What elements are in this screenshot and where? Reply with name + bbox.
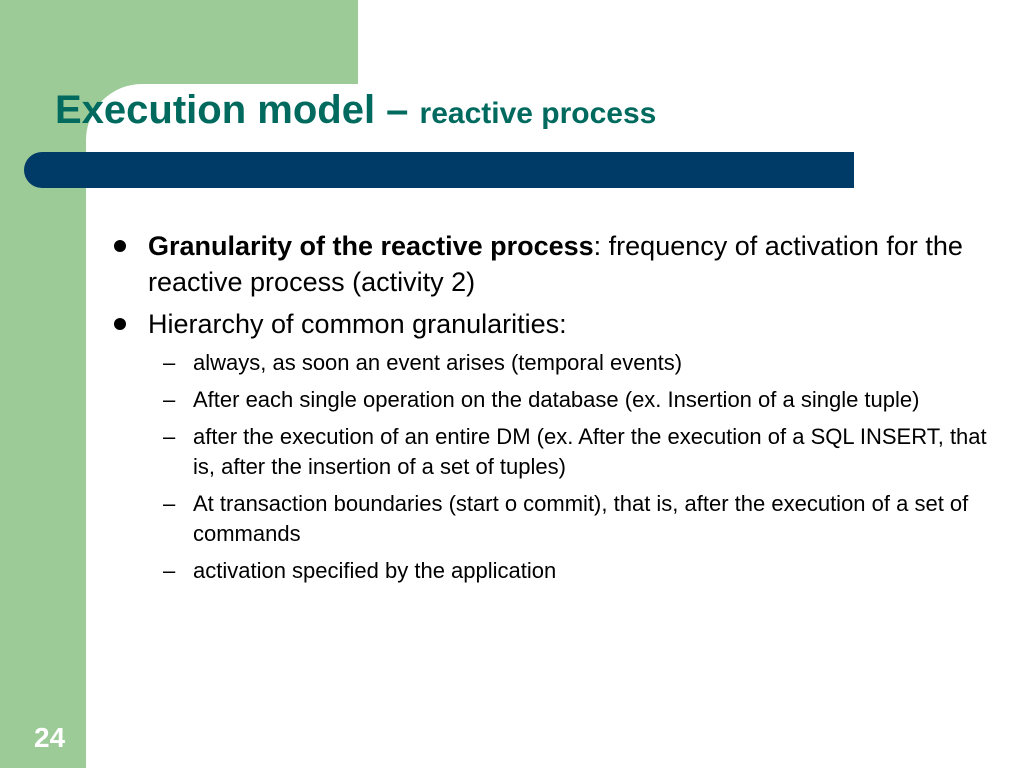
dash-icon: – bbox=[163, 350, 176, 375]
dash-icon: – bbox=[163, 491, 176, 516]
bullet-dot-icon bbox=[114, 240, 126, 252]
slide-title: Execution model – reactive process bbox=[55, 88, 656, 133]
sub-bullet-item: – after the execution of an entire DM (e… bbox=[108, 422, 988, 482]
bullet-bold-term: Granularity of the reactive process bbox=[148, 231, 594, 261]
sub-bullet-item: – After each single operation on the dat… bbox=[108, 385, 988, 415]
dash-icon: – bbox=[163, 387, 176, 412]
dash-icon: – bbox=[163, 424, 176, 449]
page-number: 24 bbox=[34, 722, 66, 753]
sub-bullet-text: always, as soon an event arises (tempora… bbox=[193, 350, 683, 375]
bullet-text: : frequency of activation for the reacti… bbox=[148, 231, 963, 297]
bullet-dot-icon bbox=[114, 318, 126, 330]
slide-title-main: Execution model – bbox=[55, 88, 420, 132]
slide-body: Granularity of the reactive process: fre… bbox=[108, 228, 988, 593]
sub-bullet-item: – At transaction boundaries (start o com… bbox=[108, 489, 988, 549]
slide-title-sub: reactive process bbox=[419, 97, 657, 130]
sub-bullet-text: after the execution of an entire DM (ex.… bbox=[193, 424, 987, 479]
sub-bullet-text: After each single operation on the datab… bbox=[193, 387, 920, 412]
sub-bullet-text: At transaction boundaries (start o commi… bbox=[193, 491, 969, 546]
bullet-text: Hierarchy of common granularities: bbox=[148, 309, 567, 339]
title-divider-bar bbox=[24, 152, 854, 188]
bullet-hierarchy: Hierarchy of common granularities: bbox=[108, 306, 988, 342]
bullet-granularity: Granularity of the reactive process: fre… bbox=[108, 228, 988, 300]
sub-bullet-item: – always, as soon an event arises (tempo… bbox=[108, 348, 988, 378]
dash-icon: – bbox=[163, 558, 176, 583]
sub-bullet-item: – activation specified by the applicatio… bbox=[108, 556, 988, 586]
sub-bullet-text: activation specified by the application bbox=[193, 558, 557, 583]
